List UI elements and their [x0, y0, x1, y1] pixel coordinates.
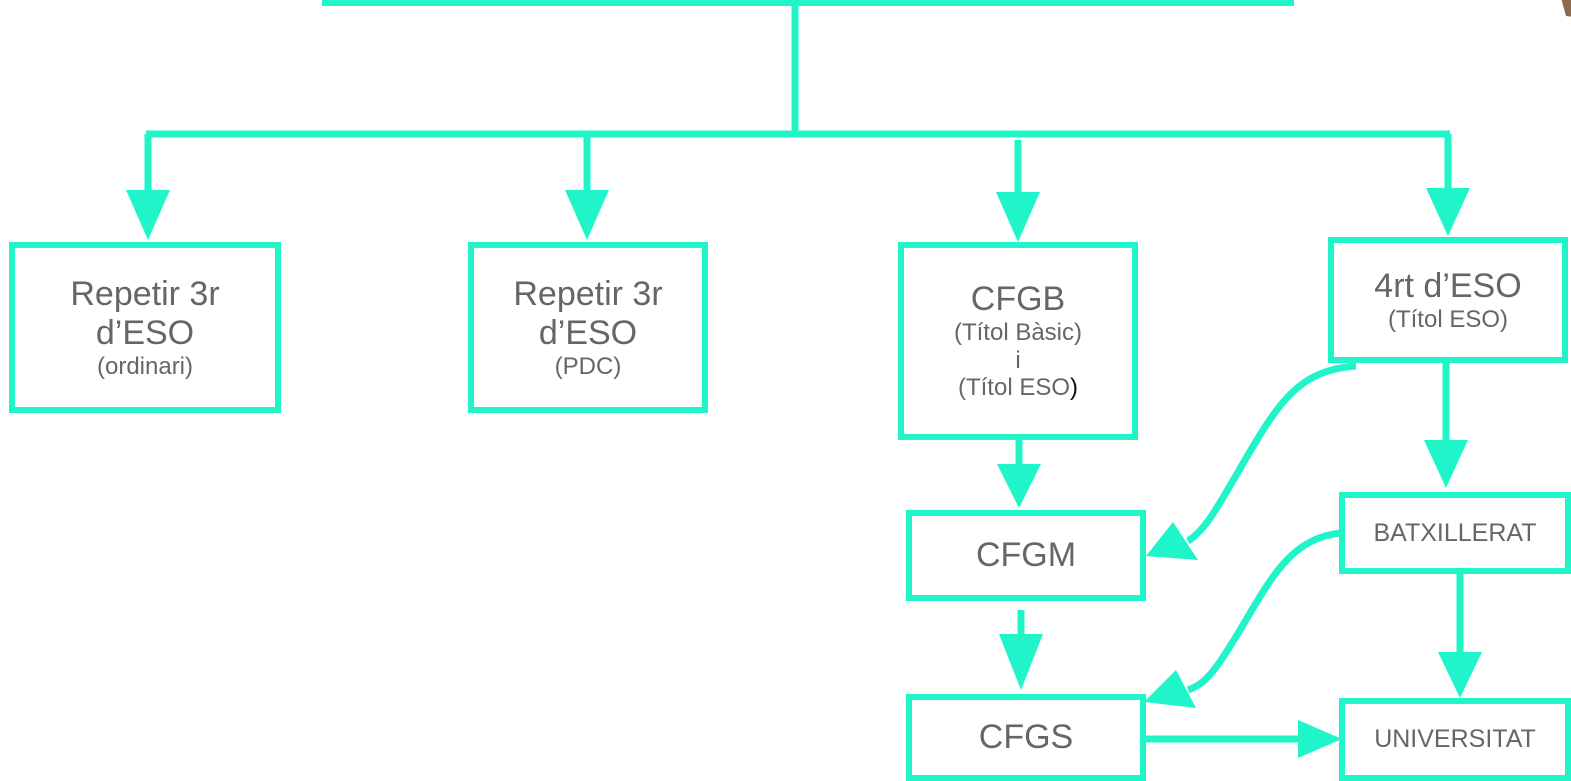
arrowhead-cfgm [997, 464, 1041, 508]
node-cfgb-line3: i [1015, 346, 1021, 374]
node-cfgb-line1: CFGB [970, 280, 1066, 319]
arrowhead-univ [1438, 652, 1482, 698]
node-cfgm: CFGM [906, 510, 1146, 601]
arrowhead-eso-cfgm [1146, 522, 1198, 560]
arrowhead-1 [126, 190, 170, 240]
node-batxillerat: BATXILLERAT [1339, 492, 1571, 574]
node-4rt-eso-line1: 4rt d’ESO [1374, 266, 1522, 305]
arrowhead-cfgs-univ [1298, 720, 1342, 758]
node-4rt-eso-line2: (Títol ESO) [1387, 305, 1508, 333]
node-4rt-eso: 4rt d’ESO (Títol ESO) [1328, 237, 1568, 363]
node-repetir-pdc-line2: d’ESO [538, 313, 638, 352]
node-cfgb: CFGB (Títol Bàsic) i (Títol ESO) [898, 242, 1138, 440]
node-repetir-pdc-line3: (PDC) [554, 352, 622, 380]
arrowhead-2 [565, 190, 609, 240]
decorative-shape [1561, 0, 1571, 17]
node-cfgs: CFGS [906, 694, 1146, 781]
node-repetir-pdc-line1: Repetir 3r [513, 274, 663, 313]
node-cfgb-line4-paren: ) [1070, 374, 1079, 402]
arrowhead-3 [996, 192, 1040, 242]
top-box [322, 0, 1294, 6]
node-repetir-ordinari-line1: Repetir 3r [70, 274, 220, 313]
node-repetir-ordinari: Repetir 3r d’ESO (ordinari) [9, 242, 281, 413]
node-cfgb-line2: (Títol Bàsic) [953, 319, 1082, 347]
node-cfgb-line4-text: (Títol ESO [957, 374, 1071, 402]
node-universitat-label: UNIVERSITAT [1374, 725, 1536, 754]
node-repetir-ordinari-line3: (ordinari) [96, 352, 194, 380]
arrowhead-4 [1426, 188, 1470, 236]
node-repetir-pdc: Repetir 3r d’ESO (PDC) [468, 242, 708, 413]
arrowhead-cfgs [999, 634, 1043, 690]
eso-cfgm-curve [1186, 362, 1357, 544]
node-cfgm-label: CFGM [975, 535, 1077, 574]
node-batxillerat-label: BATXILLERAT [1373, 518, 1537, 547]
node-repetir-ordinari-line2: d’ESO [95, 313, 195, 352]
node-cfgb-line4: (Títol ESO) [958, 374, 1078, 402]
node-cfgs-label: CFGS [978, 717, 1074, 756]
arrowhead-batx [1424, 440, 1468, 488]
batx-cfgs-curve [1186, 529, 1342, 694]
node-universitat: UNIVERSITAT [1339, 698, 1571, 781]
arrowhead-batx-cfgs [1144, 670, 1196, 708]
